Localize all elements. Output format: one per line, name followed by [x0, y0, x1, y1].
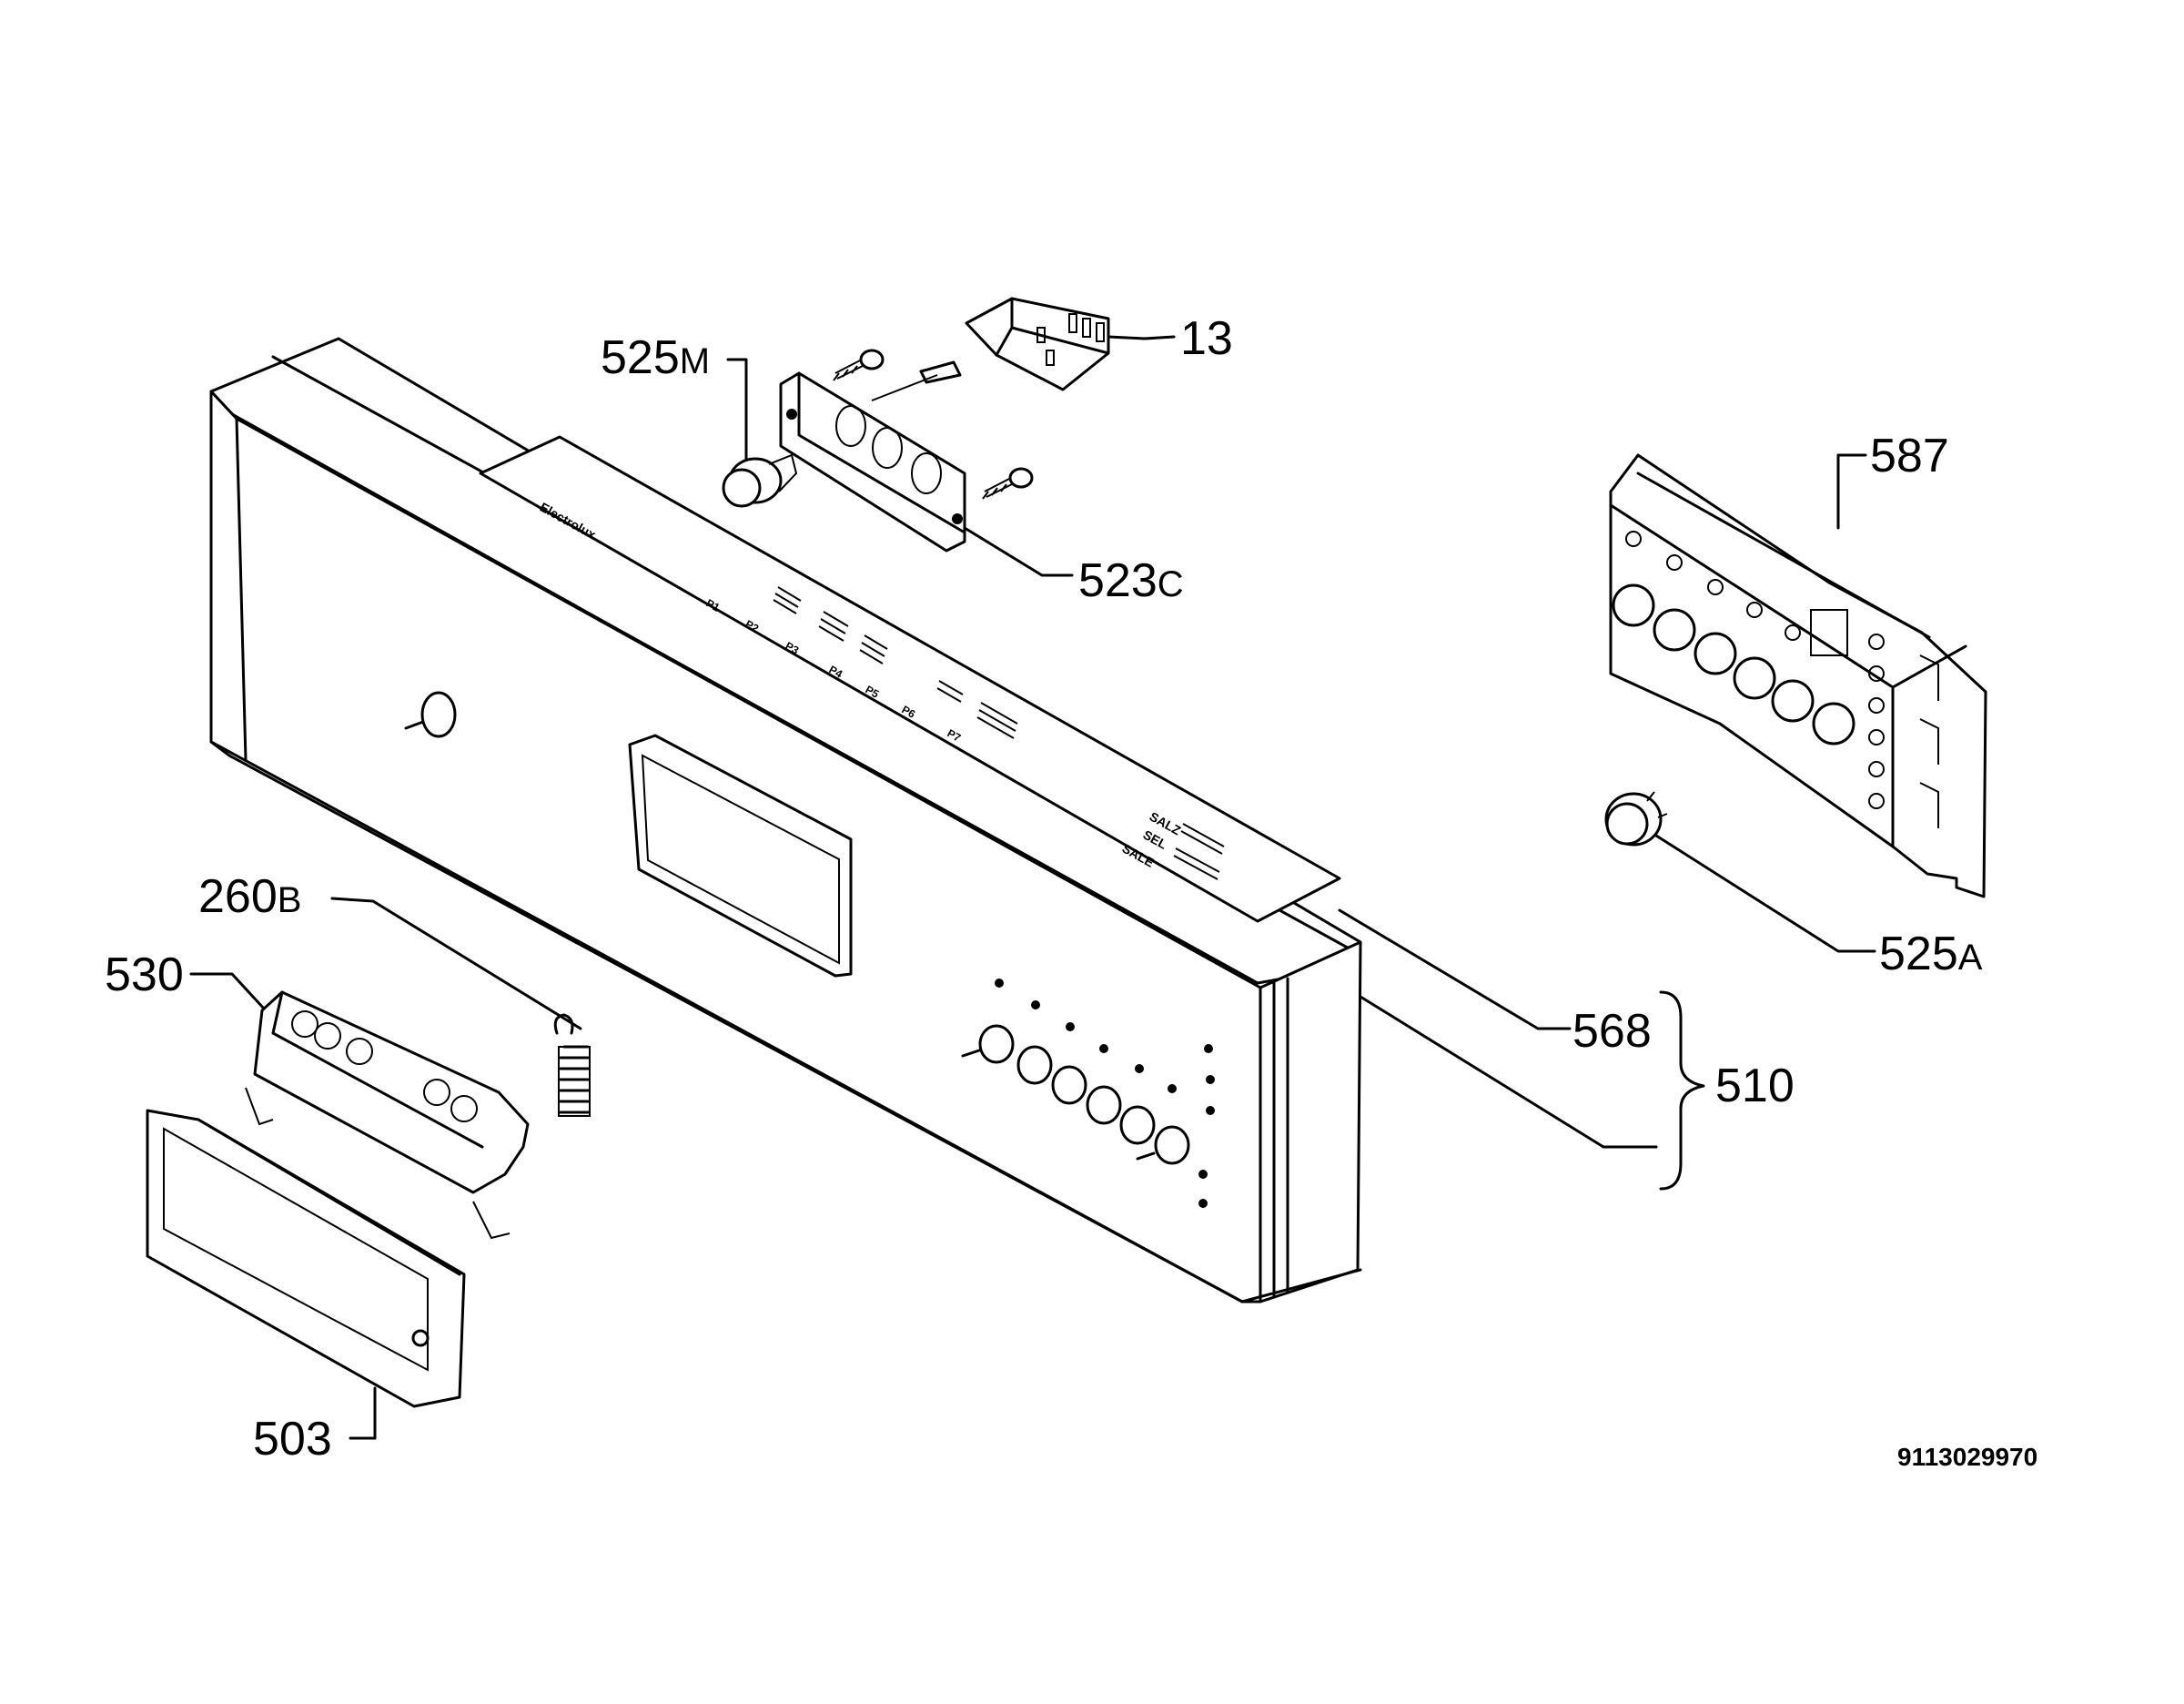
spring-260b — [553, 1013, 591, 1117]
callout-525m: 525M — [601, 331, 710, 384]
callout-525m-number: 525 — [601, 331, 680, 384]
screw-upper — [833, 349, 885, 381]
panel-button-row — [961, 1024, 1190, 1165]
screw-lower — [982, 467, 1034, 500]
callout-523c-suffix: C — [1158, 564, 1184, 604]
panel-button-3 — [1051, 1065, 1087, 1105]
callout-568: 568 — [1572, 1005, 1652, 1058]
knob-525a — [1604, 791, 1668, 847]
panel-button-1 — [978, 1024, 1015, 1064]
document-number: 9113029970 — [1897, 1443, 2037, 1471]
panel-label-p6: P6 — [900, 703, 918, 721]
panel-button-6 — [1154, 1125, 1190, 1165]
callout-13: 13 — [1180, 312, 1233, 365]
electronic-module-587 — [1609, 453, 1987, 898]
panel-knob-hole — [404, 691, 457, 738]
callout-523c-number: 523 — [1078, 554, 1158, 607]
panel-button-2 — [1016, 1045, 1053, 1085]
panel-label-p2: P2 — [743, 617, 762, 635]
panel-label-p7: P7 — [945, 726, 964, 745]
panel-button-4 — [1086, 1085, 1122, 1125]
panel-label-p4: P4 — [827, 663, 845, 681]
panel-label-p3: P3 — [784, 639, 802, 657]
panel-button-5 — [1119, 1105, 1156, 1145]
callout-503: 503 — [253, 1413, 332, 1466]
handle-recess — [628, 734, 853, 978]
brace-510 — [1659, 990, 1705, 1191]
callout-260b-number: 260 — [198, 870, 278, 923]
callout-530: 530 — [105, 948, 184, 1001]
door-handle-503 — [146, 1109, 466, 1408]
module-rotary-switches — [1612, 583, 1855, 746]
callout-525m-suffix: M — [680, 341, 710, 381]
callout-510: 510 — [1715, 1060, 1795, 1112]
panel-label-p5: P5 — [864, 683, 882, 701]
bracket-523c — [779, 371, 966, 553]
callout-587: 587 — [1870, 430, 1949, 482]
callout-525a-suffix: A — [1958, 938, 1983, 978]
callout-523c: 523C — [1078, 554, 1184, 607]
callout-260b-suffix: B — [278, 880, 302, 920]
leader-lines — [189, 335, 1876, 1440]
callout-525a-number: 525 — [1879, 928, 1958, 980]
handle-mechanism-530 — [245, 990, 530, 1240]
panel-indicator-leds — [995, 979, 1215, 1208]
callout-525a: 525A — [1879, 928, 1983, 980]
callout-260b: 260B — [198, 870, 301, 923]
knob-525m — [722, 453, 798, 508]
panel-label-p1: P1 — [704, 596, 723, 614]
switch-assembly-13 — [919, 297, 1110, 391]
